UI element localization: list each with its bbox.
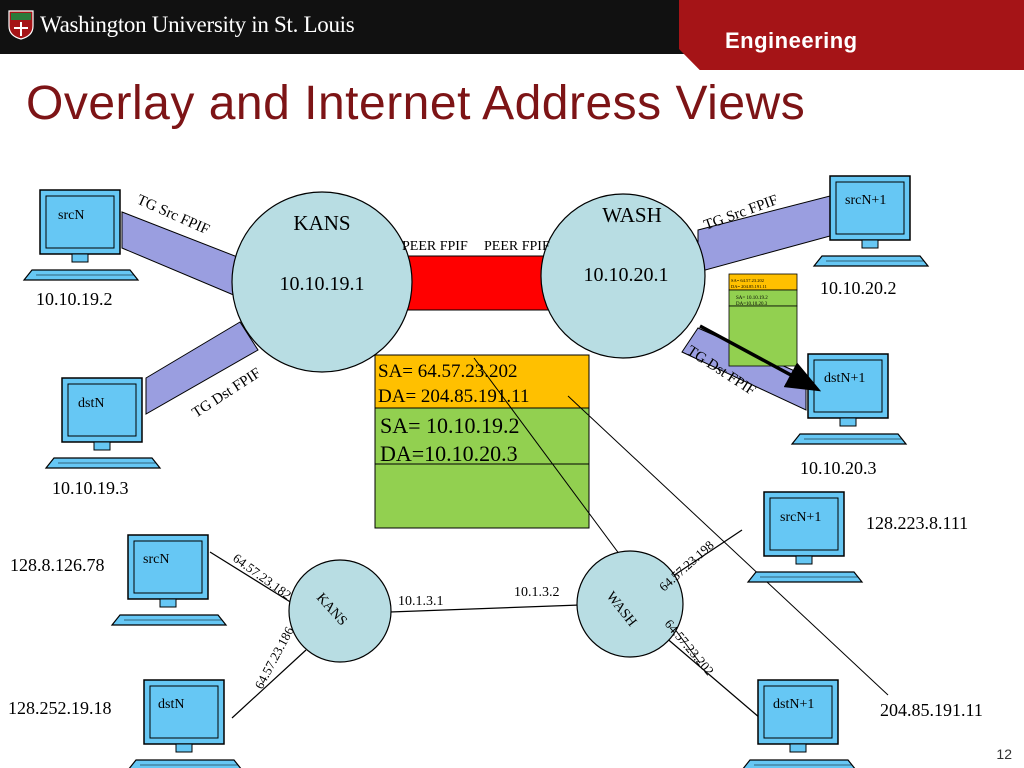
src-n-overlay-label: srcN — [58, 208, 84, 223]
src-n-internet-label: srcN — [143, 552, 169, 567]
dst-n1-internet-host — [741, 679, 857, 768]
kans-bottom-interface: 64.57.23.186 — [251, 624, 297, 692]
dst-n-overlay-label: dstN — [78, 396, 104, 411]
src-n1-internet-host — [747, 491, 863, 583]
packet-inner-da: DA=10.10.20.3 — [380, 441, 518, 466]
dst-n-overlay-address: 10.10.19.3 — [52, 478, 129, 498]
kans-link-interface: 10.1.3.1 — [398, 594, 444, 609]
dst-n1-internet-label: dstN+1 — [773, 697, 814, 712]
link-wash-src-n1 — [669, 529, 743, 579]
packet-outer-da: DA= 204.85.191.11 — [378, 386, 529, 407]
wash-link-interface: 10.1.3.2 — [514, 585, 560, 600]
packet-payload — [374, 463, 590, 529]
wash-overlay-address: 10.10.20.1 — [584, 264, 669, 286]
dst-n1-overlay-label: dstN+1 — [824, 371, 865, 386]
kans-overlay-name: KANS — [293, 211, 350, 235]
kans-internet-router — [288, 559, 392, 663]
delivery-arrow — [699, 324, 822, 392]
tg-dst-tunnel-left — [145, 321, 259, 415]
src-n1-internet-label: srcN+1 — [780, 510, 821, 525]
kans-overlay-router — [231, 191, 413, 373]
university-logo: Washington University in St. Louis — [8, 10, 355, 40]
src-n-internet-address: 128.8.126.78 — [10, 555, 105, 575]
mini-packet-outer-sa: SA= 64.57.23.202 — [731, 278, 764, 283]
dst-n1-overlay-address: 10.10.20.3 — [800, 458, 877, 478]
packet-outer-header — [374, 354, 590, 409]
wash-internet-router — [576, 550, 684, 658]
university-name: Washington University in St. Louis — [40, 12, 355, 37]
mini-packet-inner-sa: SA= 10.10.19.2 — [736, 296, 768, 301]
link-src-n-kans — [209, 551, 301, 609]
src-n-overlay-address: 10.10.19.2 — [36, 289, 113, 309]
mini-packet-payload — [728, 305, 798, 367]
mini-packet-outer-da: DA= 204.85.191.11 — [731, 284, 767, 289]
wash-overlay-name: WASH — [602, 203, 662, 227]
engineering-tab — [679, 0, 1024, 70]
packet-inner-header — [374, 407, 590, 465]
link-wash-dst-n1 — [663, 635, 761, 719]
dst-n1-overlay-host — [791, 353, 907, 445]
peer-fpif-left-label: PEER FPIF — [402, 239, 468, 254]
src-n1-internet-address: 128.223.8.111 — [866, 513, 968, 533]
dst-n1-internet-address: 204.85.191.11 — [880, 700, 983, 720]
shield-icon — [8, 10, 34, 40]
peer-link — [397, 255, 559, 311]
page-number: 12 — [996, 746, 1012, 762]
packet-inner-sa: SA= 10.10.19.2 — [380, 413, 520, 438]
slide-title: Overlay and Internet Address Views — [26, 77, 806, 130]
mini-packet-inner-da: DA=10.10.20.3 — [736, 302, 768, 307]
src-n-overlay-host — [23, 189, 139, 281]
src-n1-overlay-host — [813, 175, 929, 267]
packet-outer-sa: SA= 64.57.23.202 — [378, 361, 518, 382]
src-n1-overlay-label: srcN+1 — [845, 193, 886, 208]
src-n1-overlay-address: 10.10.20.2 — [820, 278, 897, 298]
dst-n-internet-address: 128.252.19.18 — [8, 698, 112, 718]
peer-fpif-right-label: PEER FPIF — [484, 239, 550, 254]
wash-bottom-interface: 64.57.23.202 — [662, 616, 717, 678]
link-kans-wash — [389, 604, 581, 613]
pointer-line-da — [567, 395, 889, 696]
kans-top-interface: 64.57.23.182 — [230, 550, 294, 602]
wash-overlay-router — [540, 193, 706, 359]
dst-n-overlay-host — [45, 377, 161, 469]
school-name: Engineering — [725, 28, 858, 53]
kans-overlay-address: 10.10.19.1 — [280, 273, 365, 295]
dst-n-internet-host — [127, 679, 243, 768]
link-dst-n-kans — [231, 649, 307, 719]
dst-n-internet-label: dstN — [158, 697, 184, 712]
src-n-internet-host — [111, 534, 227, 626]
